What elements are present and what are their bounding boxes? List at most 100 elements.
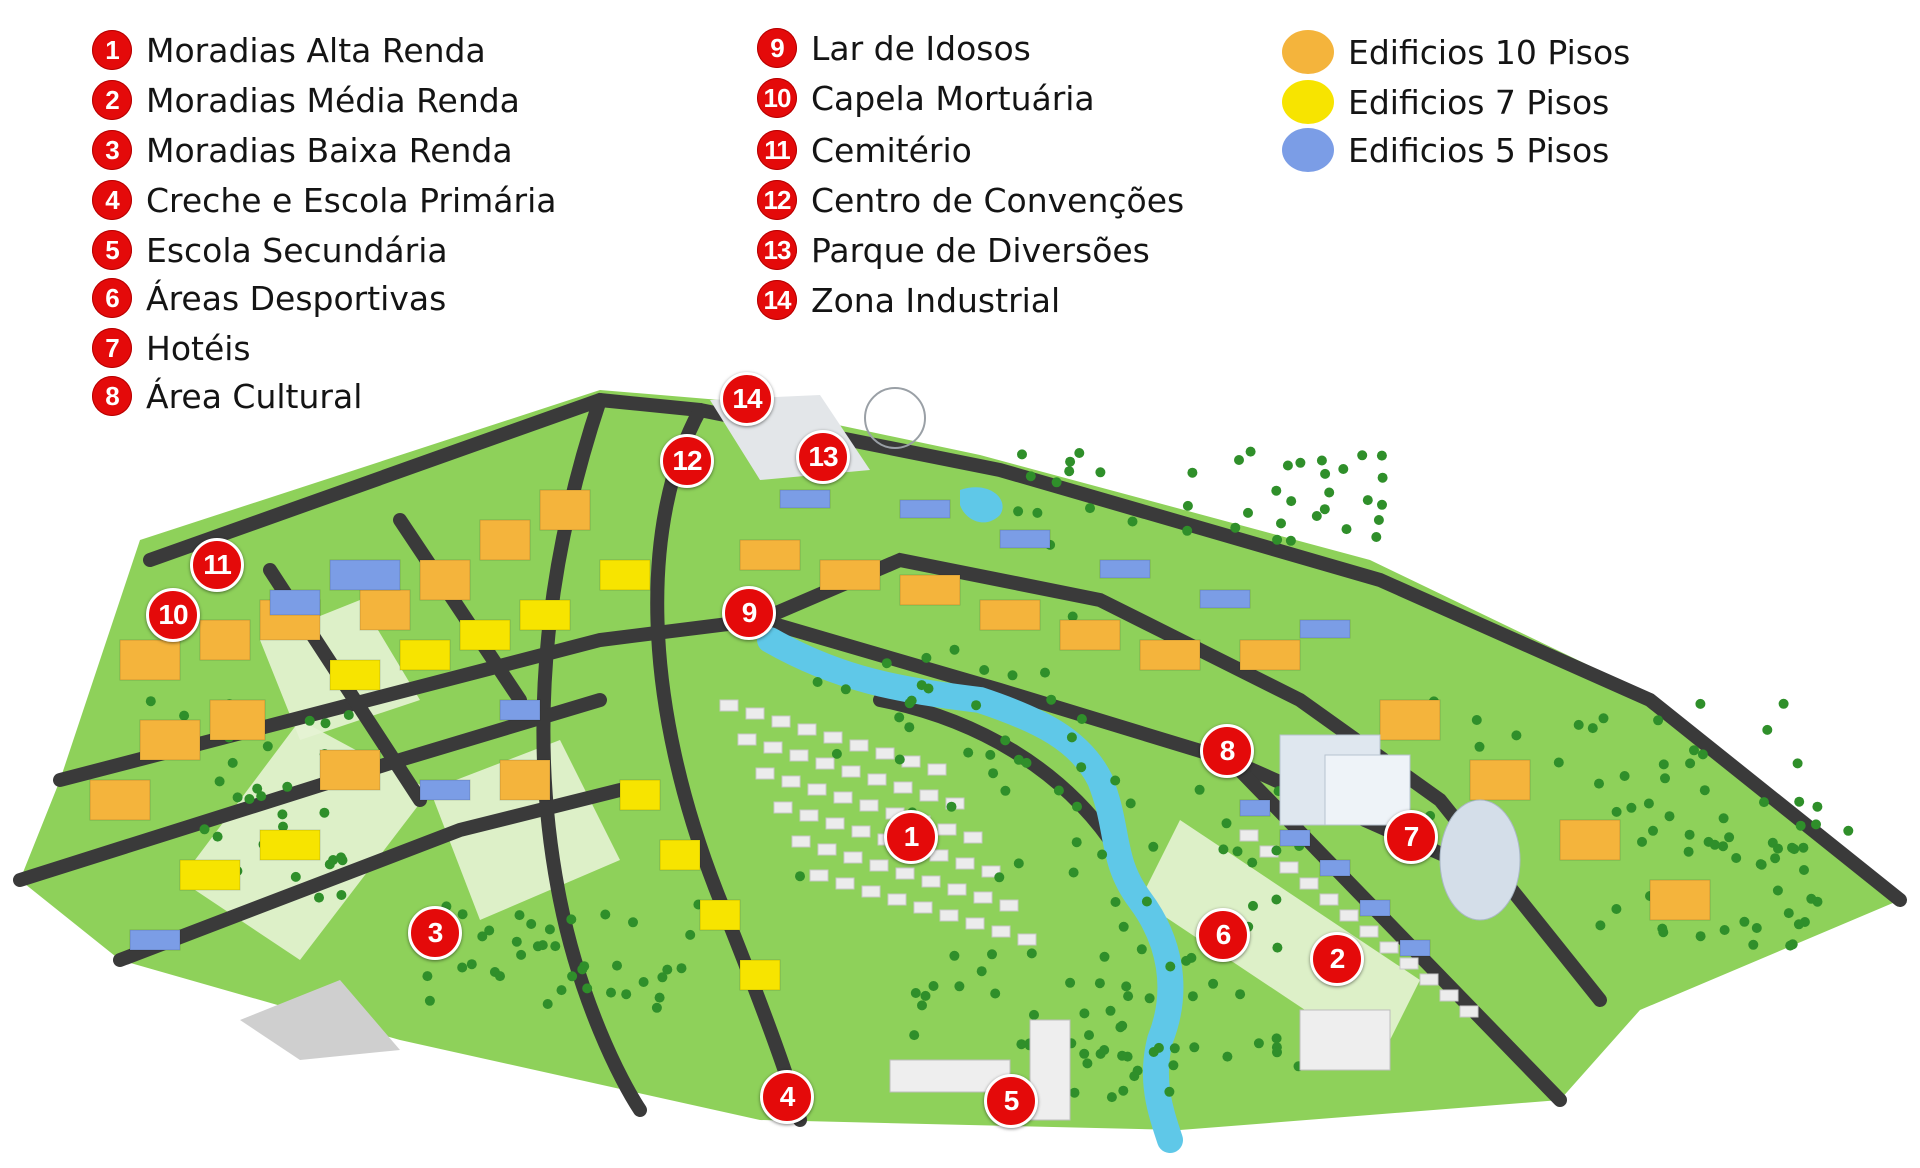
legend-building-10-floors: Edificios 10 Pisos [1282,30,1630,74]
apartment-building [699,899,741,931]
map-marker-7[interactable]: 7 [1384,810,1438,864]
tree-icon [606,987,616,998]
tree-icon [214,776,225,787]
tree-icon [1000,735,1011,746]
legend-number-badge: 5 [92,230,132,270]
tree-icon [1065,456,1076,467]
tree-icon [971,700,982,711]
map-marker-4[interactable]: 4 [760,1070,814,1124]
tree-icon [1806,893,1817,904]
legend-item-7: 7 Hotéis [92,326,251,370]
legend-item-4: 4 Creche e Escola Primária [92,178,556,222]
house [955,857,975,870]
tree-icon [651,1002,662,1013]
apartment-building [119,639,181,681]
map-marker-1[interactable]: 1 [884,810,938,864]
map-marker-3[interactable]: 3 [408,906,462,960]
house [893,781,913,794]
apartment-building [739,539,801,571]
map-marker-6[interactable]: 6 [1196,908,1250,962]
tree-icon [988,768,999,779]
house [807,783,827,796]
tree-icon [1013,754,1024,765]
river [757,627,1184,1153]
tree-icon [1017,449,1027,460]
map-marker-13[interactable]: 13 [796,430,850,484]
legend-label: Hotéis [146,328,251,368]
map-marker-12[interactable]: 12 [660,434,714,488]
tree-icon [1040,667,1050,678]
tree-icon [954,981,965,992]
tree-icon [1230,522,1241,533]
legend-item-2: 2 Moradias Média Renda [92,78,520,122]
tree-icon [1762,724,1773,735]
tree-icon [457,962,468,973]
tree-icon [949,950,960,961]
tree-icon [1247,857,1258,868]
tree-icon [1218,844,1229,855]
map-marker-10[interactable]: 10 [146,588,200,642]
house [797,723,817,736]
tree-icon [1637,836,1647,847]
tree-icon [278,821,288,832]
tree-icon [1115,1022,1126,1033]
tree-icon [685,929,696,940]
tree-icon [1271,485,1282,496]
house [1459,1005,1479,1018]
tree-icon [1272,1047,1282,1058]
tree-icon [1072,801,1082,812]
road [873,693,1117,847]
map-marker-8[interactable]: 8 [1200,724,1254,778]
apartment-building [659,839,701,871]
tree-icon [920,990,931,1001]
tree-icon [1136,944,1147,955]
tree-icon [1069,1087,1080,1098]
tree-icon [1357,450,1368,461]
house [719,699,739,712]
tree-icon [1718,813,1729,824]
tree-icon [1110,775,1121,786]
map-marker-9[interactable]: 9 [722,586,776,640]
tree-icon [1699,785,1710,796]
map-marker-2[interactable]: 2 [1310,932,1364,986]
tree-icon [1118,1085,1129,1096]
tree-icon [1127,516,1138,527]
legend-label: Área Cultural [146,376,363,416]
map-marker-5[interactable]: 5 [984,1074,1038,1128]
house [1339,909,1359,922]
legend-item-8: 8 Área Cultural [92,374,362,418]
apartment-building [1099,559,1151,579]
legend-item-10: 10 Capela Mortuária [757,76,1095,120]
tree-icon [1016,1039,1027,1050]
lot-block [1140,820,1420,1060]
tree-icon [343,710,354,720]
tree-icon [1182,525,1193,536]
legend-number-badge: 4 [92,180,132,220]
map-marker-14[interactable]: 14 [720,372,774,426]
tree-icon [612,960,622,971]
tree-icon [1099,951,1110,962]
tree-icon [1053,785,1064,796]
tree-icon [314,892,324,903]
tree-icon [1105,1005,1116,1016]
tree-icon [320,718,331,729]
apartment-building [199,619,251,661]
ferris-wheel-icon [864,387,926,449]
map-marker-11[interactable]: 11 [190,538,244,592]
tree-icon [1232,846,1243,857]
lot-block [430,740,620,920]
tree-icon [511,936,522,947]
tree-icon [232,792,243,803]
legend-label: Áreas Desportivas [146,278,447,318]
apartment-building [179,859,241,891]
tree-icon [1169,1043,1180,1054]
apartment-building [459,619,511,651]
house [869,859,889,872]
tree-icon [1320,468,1331,479]
tree-icon [1118,921,1129,932]
tree-icon [1783,908,1794,919]
tree-icon [424,995,435,1006]
legend-number-badge: 12 [757,180,797,220]
tree-icon [1689,745,1699,756]
house [1299,877,1319,890]
